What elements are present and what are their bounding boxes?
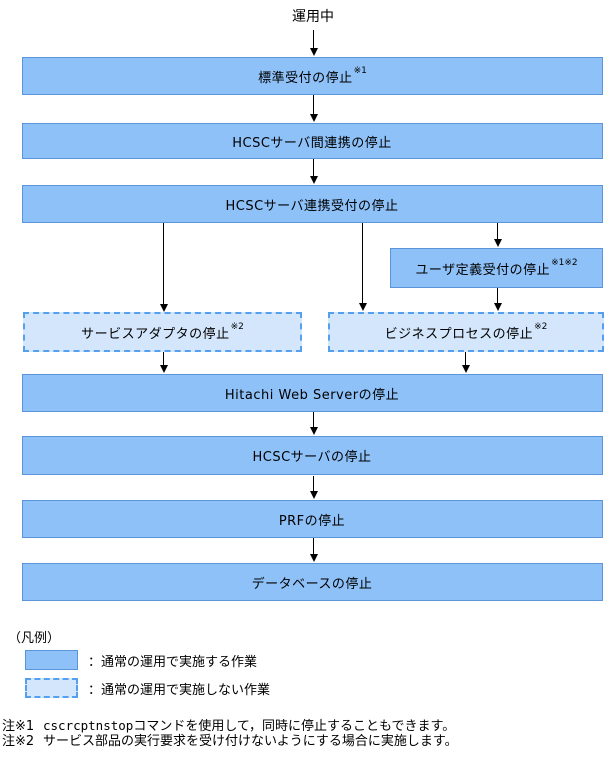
- step-hcsc-server-link-reception-stop: HCSCサーバ連携受付の停止: [22, 185, 603, 223]
- legend-item-normal: ：通常の運用で実施する作業: [25, 650, 257, 670]
- arrowhead-icon: [160, 365, 168, 373]
- start-state-label: 運用中: [292, 9, 334, 25]
- arrowhead-icon: [160, 304, 168, 312]
- flow-line: [163, 352, 164, 366]
- flow-line: [362, 222, 363, 304]
- legend-title: （凡例）: [8, 631, 61, 646]
- flow-line: [497, 222, 498, 240]
- arrowhead-icon: [310, 491, 318, 499]
- flow-line: [465, 351, 466, 366]
- arrowhead-icon: [359, 303, 367, 311]
- step-label: ビジネスプロセスの停止: [384, 326, 534, 342]
- arrowhead-icon: [494, 239, 502, 247]
- step-label: PRFの停止: [278, 513, 346, 529]
- note-ref: ※2: [534, 322, 548, 332]
- legend-swatch-dashed: [25, 678, 78, 698]
- flow-line: [497, 288, 498, 304]
- step-label: サービスアダプタの停止: [81, 326, 230, 342]
- note-ref: ※1: [353, 66, 367, 76]
- step-user-defined-reception-stop: ユーザ定義受付の停止※1※2: [390, 248, 603, 288]
- legend-item-not-normal: ：通常の運用で実施しない作業: [25, 678, 270, 698]
- arrowhead-icon: [310, 176, 318, 184]
- footnote-text: コマンドを使用して，同時に停止することもできます。: [133, 719, 456, 734]
- footnote-command: cscrcptnstop: [43, 718, 134, 733]
- flow-line: [313, 476, 314, 492]
- step-label: ユーザ定義受付の停止: [415, 262, 551, 278]
- step-hcsc-inter-server-link-stop: HCSCサーバ間連携の停止: [22, 123, 603, 159]
- flow-line: [313, 95, 314, 114]
- arrowhead-icon: [494, 303, 502, 311]
- footnote-text: サービス部品の実行要求を受け付けないようにする場合に実施します。: [43, 734, 458, 749]
- footnote-1: 注※1 cscrcptnstopコマンドを使用して，同時に停止することもできます。: [2, 715, 455, 734]
- flow-line: [163, 222, 164, 305]
- step-label: HCSCサーバ間連携の停止: [232, 135, 392, 151]
- footnote-2: 注※2 サービス部品の実行要求を受け付けないようにする場合に実施します。: [2, 730, 458, 749]
- step-label: HCSCサーバ連携受付の停止: [225, 198, 399, 214]
- legend-swatch-solid: [25, 650, 78, 670]
- step-database-stop: データベースの停止: [22, 563, 603, 601]
- step-service-adapter-stop: サービスアダプタの停止※2: [23, 312, 302, 352]
- note-ref: ※1※2: [551, 258, 578, 268]
- legend-label: ：通常の運用で実施する作業: [88, 654, 258, 670]
- note-ref: ※2: [230, 322, 244, 332]
- legend-label: ：通常の運用で実施しない作業: [88, 682, 271, 698]
- flow-line: [313, 538, 314, 555]
- step-hcsc-server-stop: HCSCサーバの停止: [22, 436, 603, 475]
- flow-line: [313, 412, 314, 428]
- step-label: データベースの停止: [251, 576, 373, 592]
- flow-line: [313, 159, 314, 177]
- flow-line: [313, 30, 314, 49]
- footnote-prefix: 注※2: [2, 734, 35, 749]
- footnote-prefix: 注※1: [2, 719, 35, 734]
- arrowhead-icon: [310, 48, 318, 56]
- step-standard-reception-stop: 標準受付の停止※1: [22, 57, 603, 95]
- arrowhead-icon: [310, 427, 318, 435]
- step-business-process-stop: ビジネスプロセスの停止※2: [328, 312, 604, 352]
- step-label: HCSCサーバの停止: [252, 450, 372, 465]
- step-label: 標準受付の停止: [258, 70, 353, 86]
- step-prf-stop: PRFの停止: [22, 500, 603, 538]
- step-label: Hitachi Web Serverの停止: [224, 387, 400, 403]
- arrowhead-icon: [310, 554, 318, 562]
- step-hitachi-web-server-stop: Hitachi Web Serverの停止: [22, 374, 603, 412]
- arrowhead-icon: [462, 365, 470, 373]
- arrowhead-icon: [310, 114, 318, 122]
